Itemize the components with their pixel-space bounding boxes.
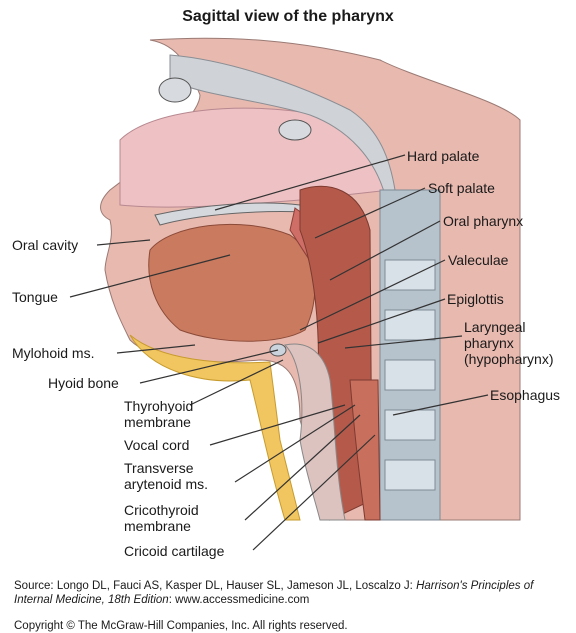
label-hyoid-bone: Hyoid bone	[48, 375, 119, 391]
label-tongue: Tongue	[12, 289, 58, 305]
label-cricothyroid-membrane: Cricothyroid membrane	[124, 502, 199, 534]
sinus-1	[159, 78, 191, 102]
label-mylohoid-ms: Mylohoid ms.	[12, 345, 94, 361]
pharynx-illustration	[0, 0, 576, 575]
copyright-notice: Copyright © The McGraw-Hill Companies, I…	[14, 620, 348, 633]
label-cricothyroid-line1: Cricothyroid	[124, 502, 199, 518]
label-laryngeal-pharynx-line3: (hypopharynx)	[464, 351, 554, 367]
label-thyrohyoid-line2: membrane	[124, 414, 193, 430]
label-transverse-arytenoid: Transverse arytenoid ms.	[124, 460, 208, 492]
source-prefix: Source: Longo DL, Fauci AS, Kasper DL, H…	[14, 580, 416, 592]
label-esophagus: Esophagus	[490, 387, 560, 403]
label-vocal-cord: Vocal cord	[124, 437, 189, 453]
tongue-muscle	[149, 224, 315, 341]
label-thyrohyoid-line1: Thyrohyoid	[124, 398, 193, 414]
label-laryngeal-pharynx-line1: Laryngeal	[464, 319, 554, 335]
label-thyrohyoid-membrane: Thyrohyoid membrane	[124, 398, 193, 430]
label-laryngeal-pharynx-line2: pharynx	[464, 335, 554, 351]
label-laryngeal-pharynx: Laryngeal pharynx (hypopharynx)	[464, 319, 554, 367]
label-epiglottis: Epiglottis	[447, 291, 504, 307]
source-citation: Source: Longo DL, Fauci AS, Kasper DL, H…	[14, 579, 570, 607]
source-suffix: : www.accessmedicine.com	[169, 594, 310, 606]
label-oral-pharynx: Oral pharynx	[443, 213, 523, 229]
label-soft-palate: Soft palate	[428, 180, 495, 196]
sinus-2	[279, 120, 311, 140]
label-cricoid-cartilage: Cricoid cartilage	[124, 543, 224, 559]
label-transverse-line2: arytenoid ms.	[124, 476, 208, 492]
label-oral-cavity: Oral cavity	[12, 237, 78, 253]
label-transverse-line1: Transverse	[124, 460, 208, 476]
label-hard-palate: Hard palate	[407, 148, 479, 164]
label-valeculae: Valeculae	[448, 252, 508, 268]
label-cricothyroid-line2: membrane	[124, 518, 199, 534]
